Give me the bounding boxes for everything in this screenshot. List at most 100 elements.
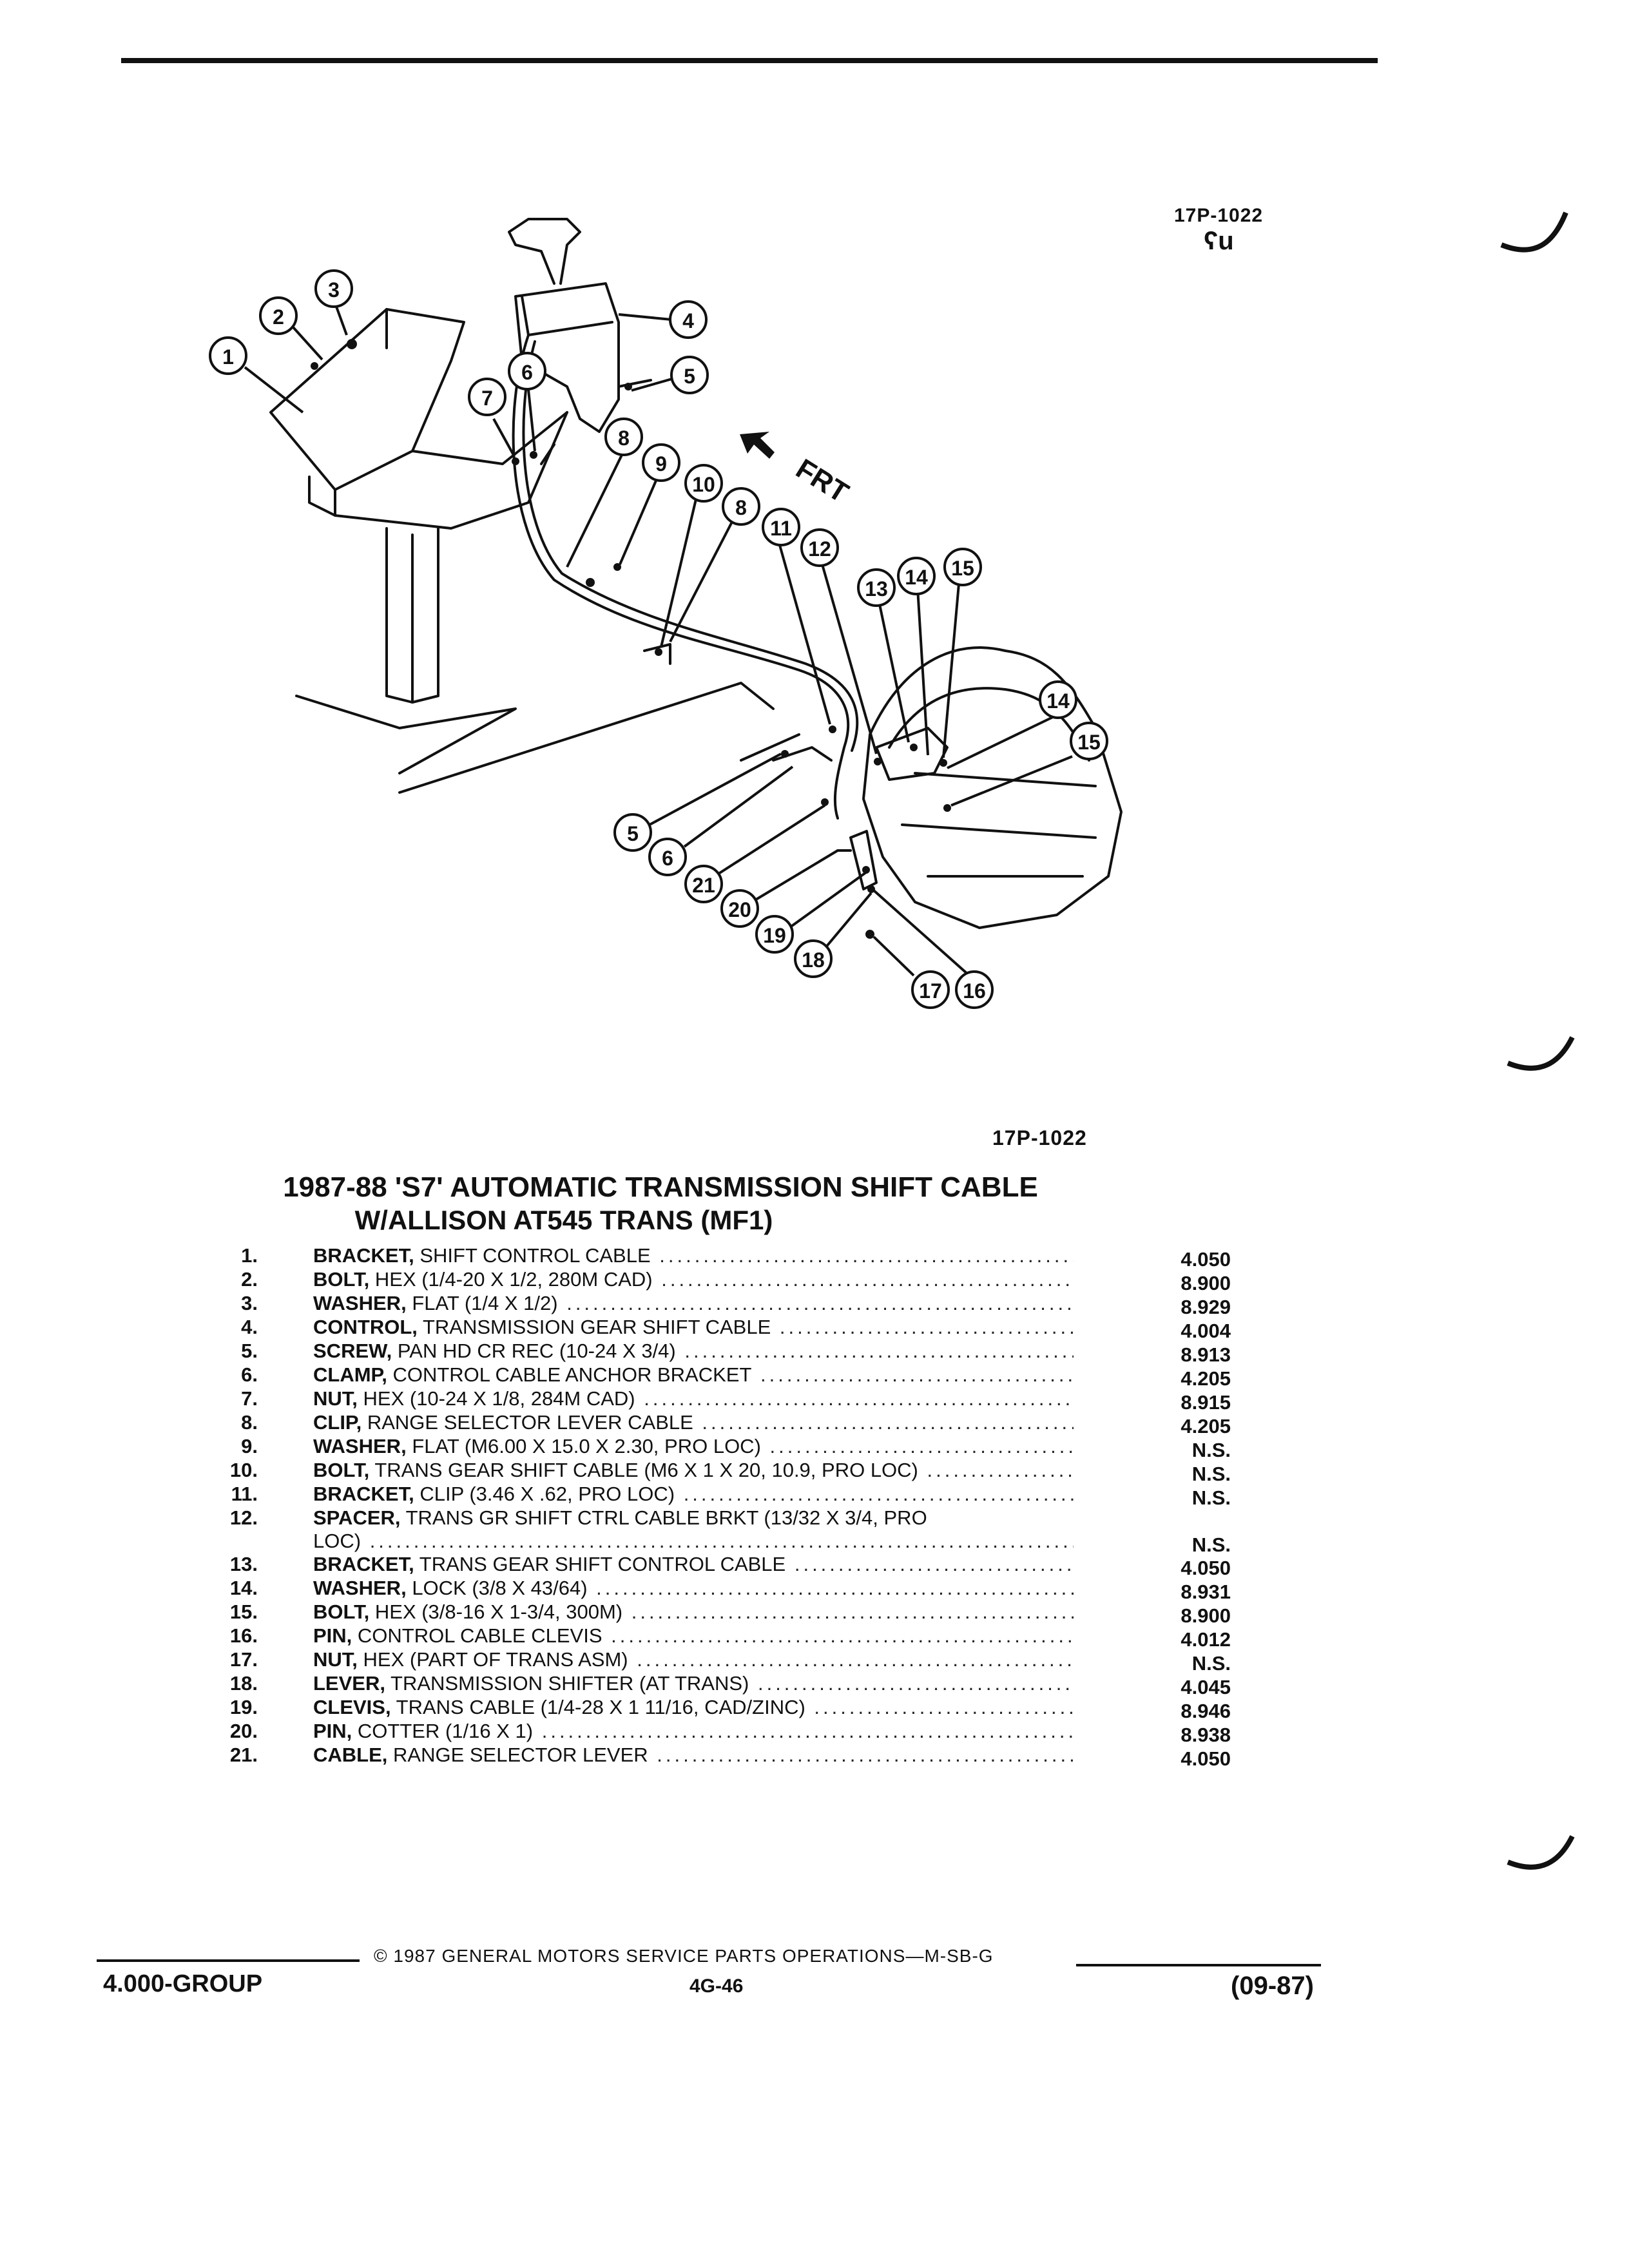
group-number: 4.012 bbox=[1181, 1628, 1231, 1651]
callout-6: 6 bbox=[508, 352, 546, 390]
part-detail: TRANS GEAR SHIFT CONTROL CABLE bbox=[419, 1553, 786, 1575]
part-number: 9. bbox=[241, 1435, 258, 1457]
part-detail: LOCK (3/8 X 43/64) bbox=[412, 1577, 588, 1599]
group-number: 8.913 bbox=[1181, 1343, 1231, 1366]
svg-text:12: 12 bbox=[808, 537, 831, 561]
part-number: 7. bbox=[241, 1387, 258, 1410]
part-description: WASHER, FLAT (M6.00 X 15.0 X 2.30, PRO L… bbox=[313, 1435, 1074, 1457]
group-number: 8.900 bbox=[1181, 1272, 1231, 1294]
part-detail: RANGE SELECTOR LEVER bbox=[393, 1744, 648, 1766]
part-number: 15. bbox=[229, 1600, 258, 1623]
part-name: PIN, bbox=[313, 1624, 352, 1647]
part-detail: FLAT (1/4 X 1/2) bbox=[412, 1292, 558, 1314]
part-detail: CLIP (3.46 X .62, PRO LOC) bbox=[419, 1483, 675, 1505]
part-detail: CONTROL CABLE CLEVIS bbox=[357, 1624, 602, 1647]
parts-row: 14.WASHER, LOCK (3/8 X 43/64) ..........… bbox=[193, 1576, 1237, 1603]
part-detail: HEX (10-24 X 1/8, 284M CAD) bbox=[363, 1387, 635, 1410]
callout-leaders bbox=[244, 306, 1073, 977]
callout-16: 16 bbox=[955, 970, 994, 1009]
group-number: N.S. bbox=[1191, 1463, 1231, 1485]
callout-5b: 5 bbox=[613, 813, 652, 852]
part-number: 6. bbox=[241, 1363, 258, 1386]
part-name: PIN, bbox=[313, 1720, 352, 1742]
part-description: CONTROL, TRANSMISSION GEAR SHIFT CABLE .… bbox=[313, 1316, 1074, 1338]
svg-text:14: 14 bbox=[905, 566, 928, 589]
part-detail: RANGE SELECTOR LEVER CABLE bbox=[367, 1411, 693, 1434]
edge-mark-top bbox=[1500, 211, 1568, 253]
part-name: CLAMP, bbox=[313, 1363, 387, 1386]
part-description: WASHER, LOCK (3/8 X 43/64) .............… bbox=[313, 1577, 1074, 1599]
parts-row: 12.SPACER, TRANS GR SHIFT CTRL CABLE BRK… bbox=[193, 1506, 1237, 1556]
svg-text:18: 18 bbox=[802, 948, 825, 972]
svg-text:5: 5 bbox=[627, 822, 639, 845]
part-name: BOLT, bbox=[313, 1268, 370, 1291]
part-description: NUT, HEX (10-24 X 1/8, 284M CAD) .......… bbox=[313, 1387, 1074, 1410]
diagram-code-mark: ʕu bbox=[1204, 227, 1234, 255]
part-number: 8. bbox=[241, 1411, 258, 1434]
part-detail: TRANS GR SHIFT CTRL CABLE BRKT (13/32 X … bbox=[405, 1506, 927, 1529]
part-detail: PAN HD CR REC (10-24 X 3/4) bbox=[397, 1340, 676, 1362]
part-description: SPACER, TRANS GR SHIFT CTRL CABLE BRKT (… bbox=[313, 1506, 1074, 1530]
callout-7: 7 bbox=[468, 378, 506, 416]
part-detail: HEX (PART OF TRANS ASM) bbox=[363, 1648, 628, 1671]
part-description: BRACKET, TRANS GEAR SHIFT CONTROL CABLE … bbox=[313, 1553, 1074, 1575]
part-description: CLEVIS, TRANS CABLE (1/4-28 X 1 11/16, C… bbox=[313, 1696, 1074, 1718]
part-name: CLIP, bbox=[313, 1411, 362, 1434]
parts-row: 21.CABLE, RANGE SELECTOR LEVER .........… bbox=[193, 1743, 1237, 1770]
part-number: 5. bbox=[241, 1340, 258, 1362]
part-name: CONTROL, bbox=[313, 1316, 418, 1338]
parts-row: 7. NUT, HEX (10-24 X 1/8, 284M CAD) .....… bbox=[193, 1387, 1237, 1414]
svg-text:13: 13 bbox=[865, 577, 888, 601]
group-number: 4.205 bbox=[1181, 1367, 1231, 1390]
part-detail: CONTROL CABLE ANCHOR BRACKET bbox=[392, 1363, 752, 1386]
part-name: NUT, bbox=[313, 1387, 358, 1410]
part-description: PIN, COTTER (1/16 X 1) .................… bbox=[313, 1720, 1074, 1742]
part-name: BRACKET, bbox=[313, 1483, 414, 1505]
group-number: 8.929 bbox=[1181, 1296, 1231, 1318]
footer-rule-right bbox=[1076, 1964, 1321, 1966]
part-name: CLEVIS, bbox=[313, 1696, 391, 1718]
svg-text:21: 21 bbox=[692, 874, 715, 897]
group-number: 4.050 bbox=[1181, 1747, 1231, 1770]
parts-row: 17.NUT, HEX (PART OF TRANS ASM) ........… bbox=[193, 1648, 1237, 1675]
parts-row: 1.BRACKET, SHIFT CONTROL CABLE .........… bbox=[193, 1244, 1237, 1271]
group-number: 8.946 bbox=[1181, 1700, 1231, 1722]
callout-10: 10 bbox=[684, 464, 723, 503]
group-number: 4.004 bbox=[1181, 1320, 1231, 1342]
parts-row: 11.BRACKET, CLIP (3.46 X .62, PRO LOC) .… bbox=[193, 1482, 1237, 1509]
callout-14a: 14 bbox=[897, 557, 936, 595]
part-detail: SHIFT CONTROL CABLE bbox=[419, 1244, 651, 1267]
parts-row: 2.BOLT, HEX (1/4-20 X 1/2, 280M CAD) ...… bbox=[193, 1267, 1237, 1294]
part-description: LEVER, TRANSMISSION SHIFTER (AT TRANS) .… bbox=[313, 1672, 1074, 1695]
part-name: NUT, bbox=[313, 1648, 358, 1671]
part-description: CABLE, RANGE SELECTOR LEVER ............… bbox=[313, 1744, 1074, 1766]
svg-text:8: 8 bbox=[618, 427, 630, 450]
parts-list: 1.BRACKET, SHIFT CONTROL CABLE .........… bbox=[193, 1244, 1237, 1770]
parts-row: 3. WASHER, FLAT (1/4 X 1/2) .............… bbox=[193, 1291, 1237, 1318]
group-number: 8.900 bbox=[1181, 1604, 1231, 1627]
callout-4: 4 bbox=[669, 300, 708, 339]
group-number: N.S. bbox=[1191, 1486, 1231, 1509]
part-description: WASHER, FLAT (1/4 X 1/2) ...............… bbox=[313, 1292, 1074, 1314]
group-number: 4.045 bbox=[1181, 1676, 1231, 1698]
part-name: WASHER, bbox=[313, 1577, 407, 1599]
group-number: N.S. bbox=[1191, 1533, 1231, 1556]
svg-text:19: 19 bbox=[763, 924, 786, 947]
callout-14b: 14 bbox=[1039, 680, 1077, 719]
part-number: 16. bbox=[229, 1624, 258, 1647]
group-number: 8.931 bbox=[1181, 1581, 1231, 1603]
parts-row: 15.BOLT, HEX (3/8-16 X 1-3/4, 300M) ....… bbox=[193, 1600, 1237, 1627]
part-detail: TRANSMISSION GEAR SHIFT CABLE bbox=[422, 1316, 771, 1338]
copyright-notice: © 1987 GENERAL MOTORS SERVICE PARTS OPER… bbox=[374, 1946, 994, 1966]
callout-19: 19 bbox=[755, 915, 794, 954]
parts-row: 5.SCREW, PAN HD CR REC (10-24 X 3/4) ...… bbox=[193, 1339, 1237, 1366]
part-name: WASHER, bbox=[313, 1435, 407, 1457]
part-number: 3. bbox=[241, 1292, 258, 1314]
top-rule bbox=[121, 58, 1378, 63]
svg-text:7: 7 bbox=[481, 387, 493, 410]
group-number: 4.205 bbox=[1181, 1415, 1231, 1437]
parts-row: 10.BOLT, TRANS GEAR SHIFT CABLE (M6 X 1 … bbox=[193, 1458, 1237, 1485]
part-description: CLAMP, CONTROL CABLE ANCHOR BRACKET ....… bbox=[313, 1363, 1074, 1386]
part-number: 10. bbox=[229, 1459, 258, 1481]
svg-text:6: 6 bbox=[521, 361, 533, 384]
